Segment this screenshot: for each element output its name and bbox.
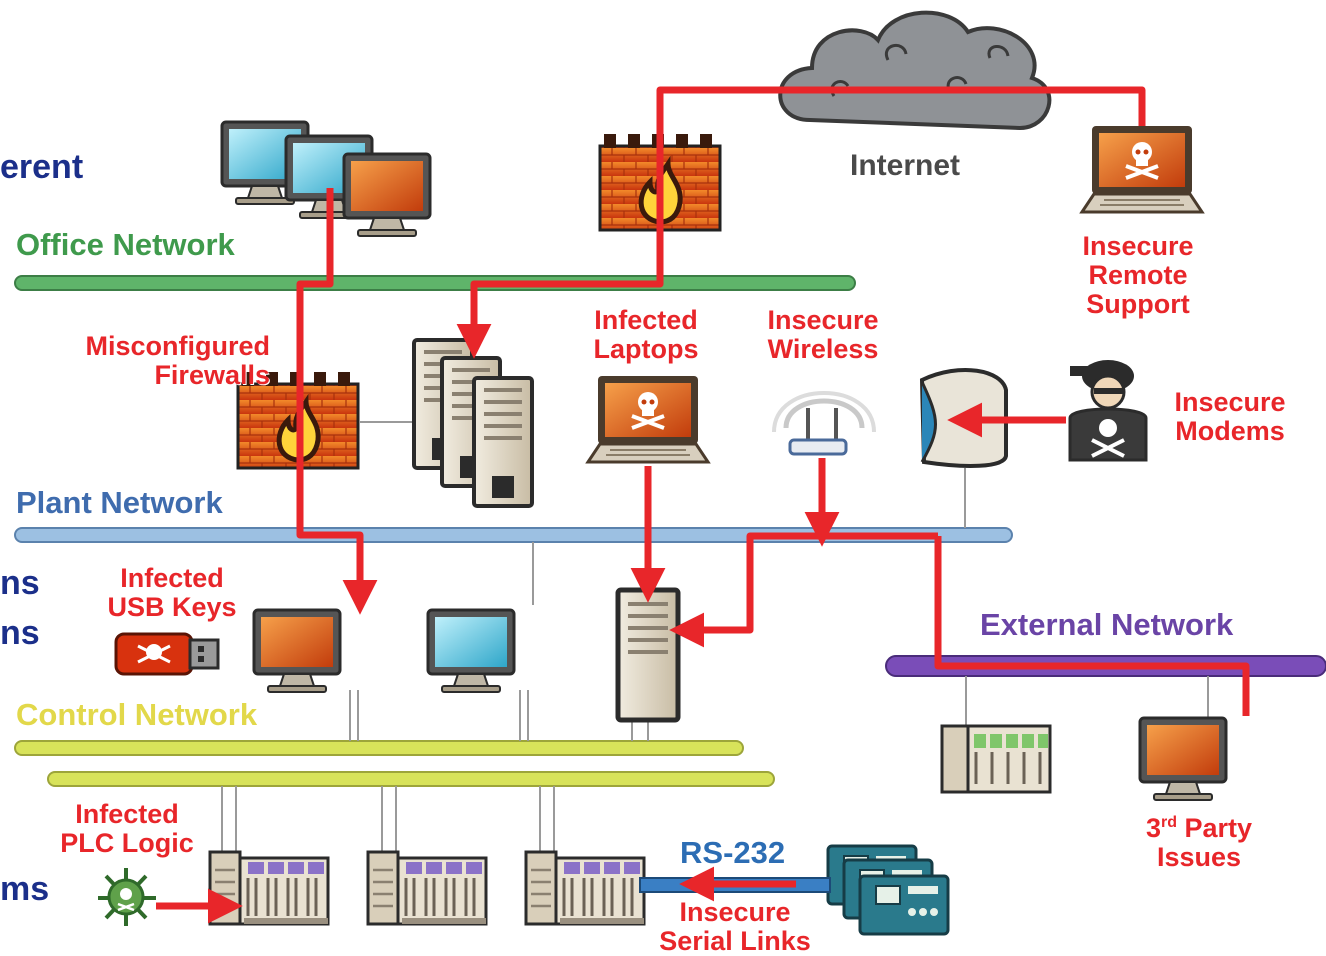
plc-icon-2 — [366, 850, 488, 926]
third-party-issues-label: 3rd Party Issues — [1145, 813, 1253, 873]
plant-network-label: Plant Network — [16, 485, 223, 520]
office-network-label: Office Network — [16, 227, 235, 262]
insecure-remote-support-label: Insecure Remote Support — [1082, 231, 1194, 320]
wireless-router-icon — [772, 391, 876, 456]
serial-device-icon — [826, 844, 950, 936]
cloud-icon — [778, 10, 1052, 131]
internet-label: Internet — [850, 149, 961, 182]
network-drop-lines — [221, 421, 1209, 852]
misconfigured-firewalls-label: Misconfigured Firewalls — [85, 331, 270, 391]
side-fragment-1: erent — [0, 148, 84, 186]
infected-laptop-icon — [586, 374, 710, 464]
side-fragment-3: ns — [0, 614, 40, 652]
server-icon — [412, 338, 534, 508]
insecure-serial-links-label: Insecure Serial Links — [659, 897, 811, 956]
plc-icon-3 — [524, 850, 646, 926]
insecure-wireless-label: Insecure Wireless — [767, 305, 879, 365]
infected-usb-keys-label: Infected USB Keys — [107, 563, 237, 623]
office-network-bus — [14, 275, 856, 291]
usb-key-icon — [114, 632, 220, 676]
side-fragment-4: ms — [0, 870, 50, 908]
rs232-label: RS-232 — [680, 835, 786, 870]
side-fragment-2: ns — [0, 564, 40, 602]
infected-laptops-label: Infected Laptops — [593, 305, 699, 365]
plc-icon-external — [940, 724, 1052, 794]
remote-support-laptop-icon — [1080, 124, 1204, 214]
control-network-bus — [14, 740, 744, 756]
server-icon-plant — [615, 587, 681, 723]
control-network-bus-2 — [47, 771, 775, 787]
threat-paths — [156, 86, 1250, 924]
hacker-icon — [1068, 360, 1148, 462]
office-workstations — [220, 120, 432, 238]
infected-plc-logic-label: Infected PLC Logic — [60, 799, 194, 859]
desktop-pc-icon — [252, 608, 342, 694]
desktop-pc-icon-2 — [426, 608, 516, 694]
virus-icon — [98, 868, 156, 926]
insecure-modems-label: Insecure Modems — [1174, 387, 1286, 447]
control-network-label: Control Network — [16, 697, 258, 732]
external-network-label: External Network — [980, 607, 1234, 642]
plc-icon — [208, 850, 330, 926]
third-party-pc-icon — [1138, 716, 1228, 802]
